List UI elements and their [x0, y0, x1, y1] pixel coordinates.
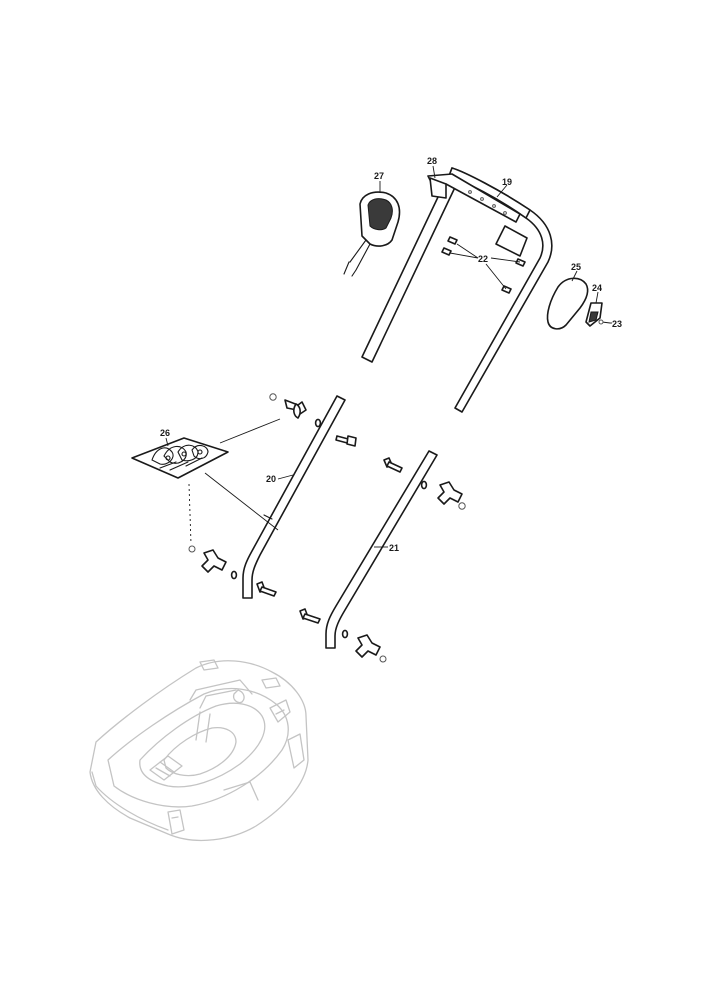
- part-23-screw[interactable]: [598, 319, 611, 325]
- lawnmower-deck-ghost: [89, 659, 309, 842]
- fastener-group-upper-left: [269, 393, 357, 447]
- part-21-lower-right-handle[interactable]: [325, 450, 438, 649]
- callout-25: 25: [571, 262, 581, 272]
- callout-28: 28: [427, 156, 437, 166]
- leader-lines: [165, 165, 612, 548]
- part-28-cable-guide[interactable]: [427, 173, 521, 223]
- part-26-fastener-kit[interactable]: [131, 437, 229, 479]
- part-24-clip[interactable]: [585, 302, 603, 327]
- callout-26: 26: [160, 428, 170, 438]
- fastener-group-lower-right: [299, 608, 387, 663]
- callout-21: 21: [389, 543, 399, 553]
- callout-22: 22: [478, 254, 488, 264]
- part-20-lower-left-handle[interactable]: [242, 395, 346, 599]
- part-22-cable-clips[interactable]: [441, 236, 526, 294]
- fastener-group-right-mid: [383, 457, 466, 510]
- callout-labels: 27 28 19 22 25 24 23 26 20 21: [160, 156, 622, 553]
- part-25-side-cover[interactable]: [546, 277, 589, 330]
- callout-24: 24: [592, 283, 602, 293]
- callout-27: 27: [374, 171, 384, 181]
- fastener-group-lower-left: [188, 545, 277, 597]
- callout-19: 19: [502, 177, 512, 187]
- callout-20: 20: [266, 474, 276, 484]
- callout-23: 23: [612, 319, 622, 329]
- part-27-switch-box[interactable]: [343, 191, 401, 277]
- part-19-upper-handle[interactable]: [361, 167, 553, 413]
